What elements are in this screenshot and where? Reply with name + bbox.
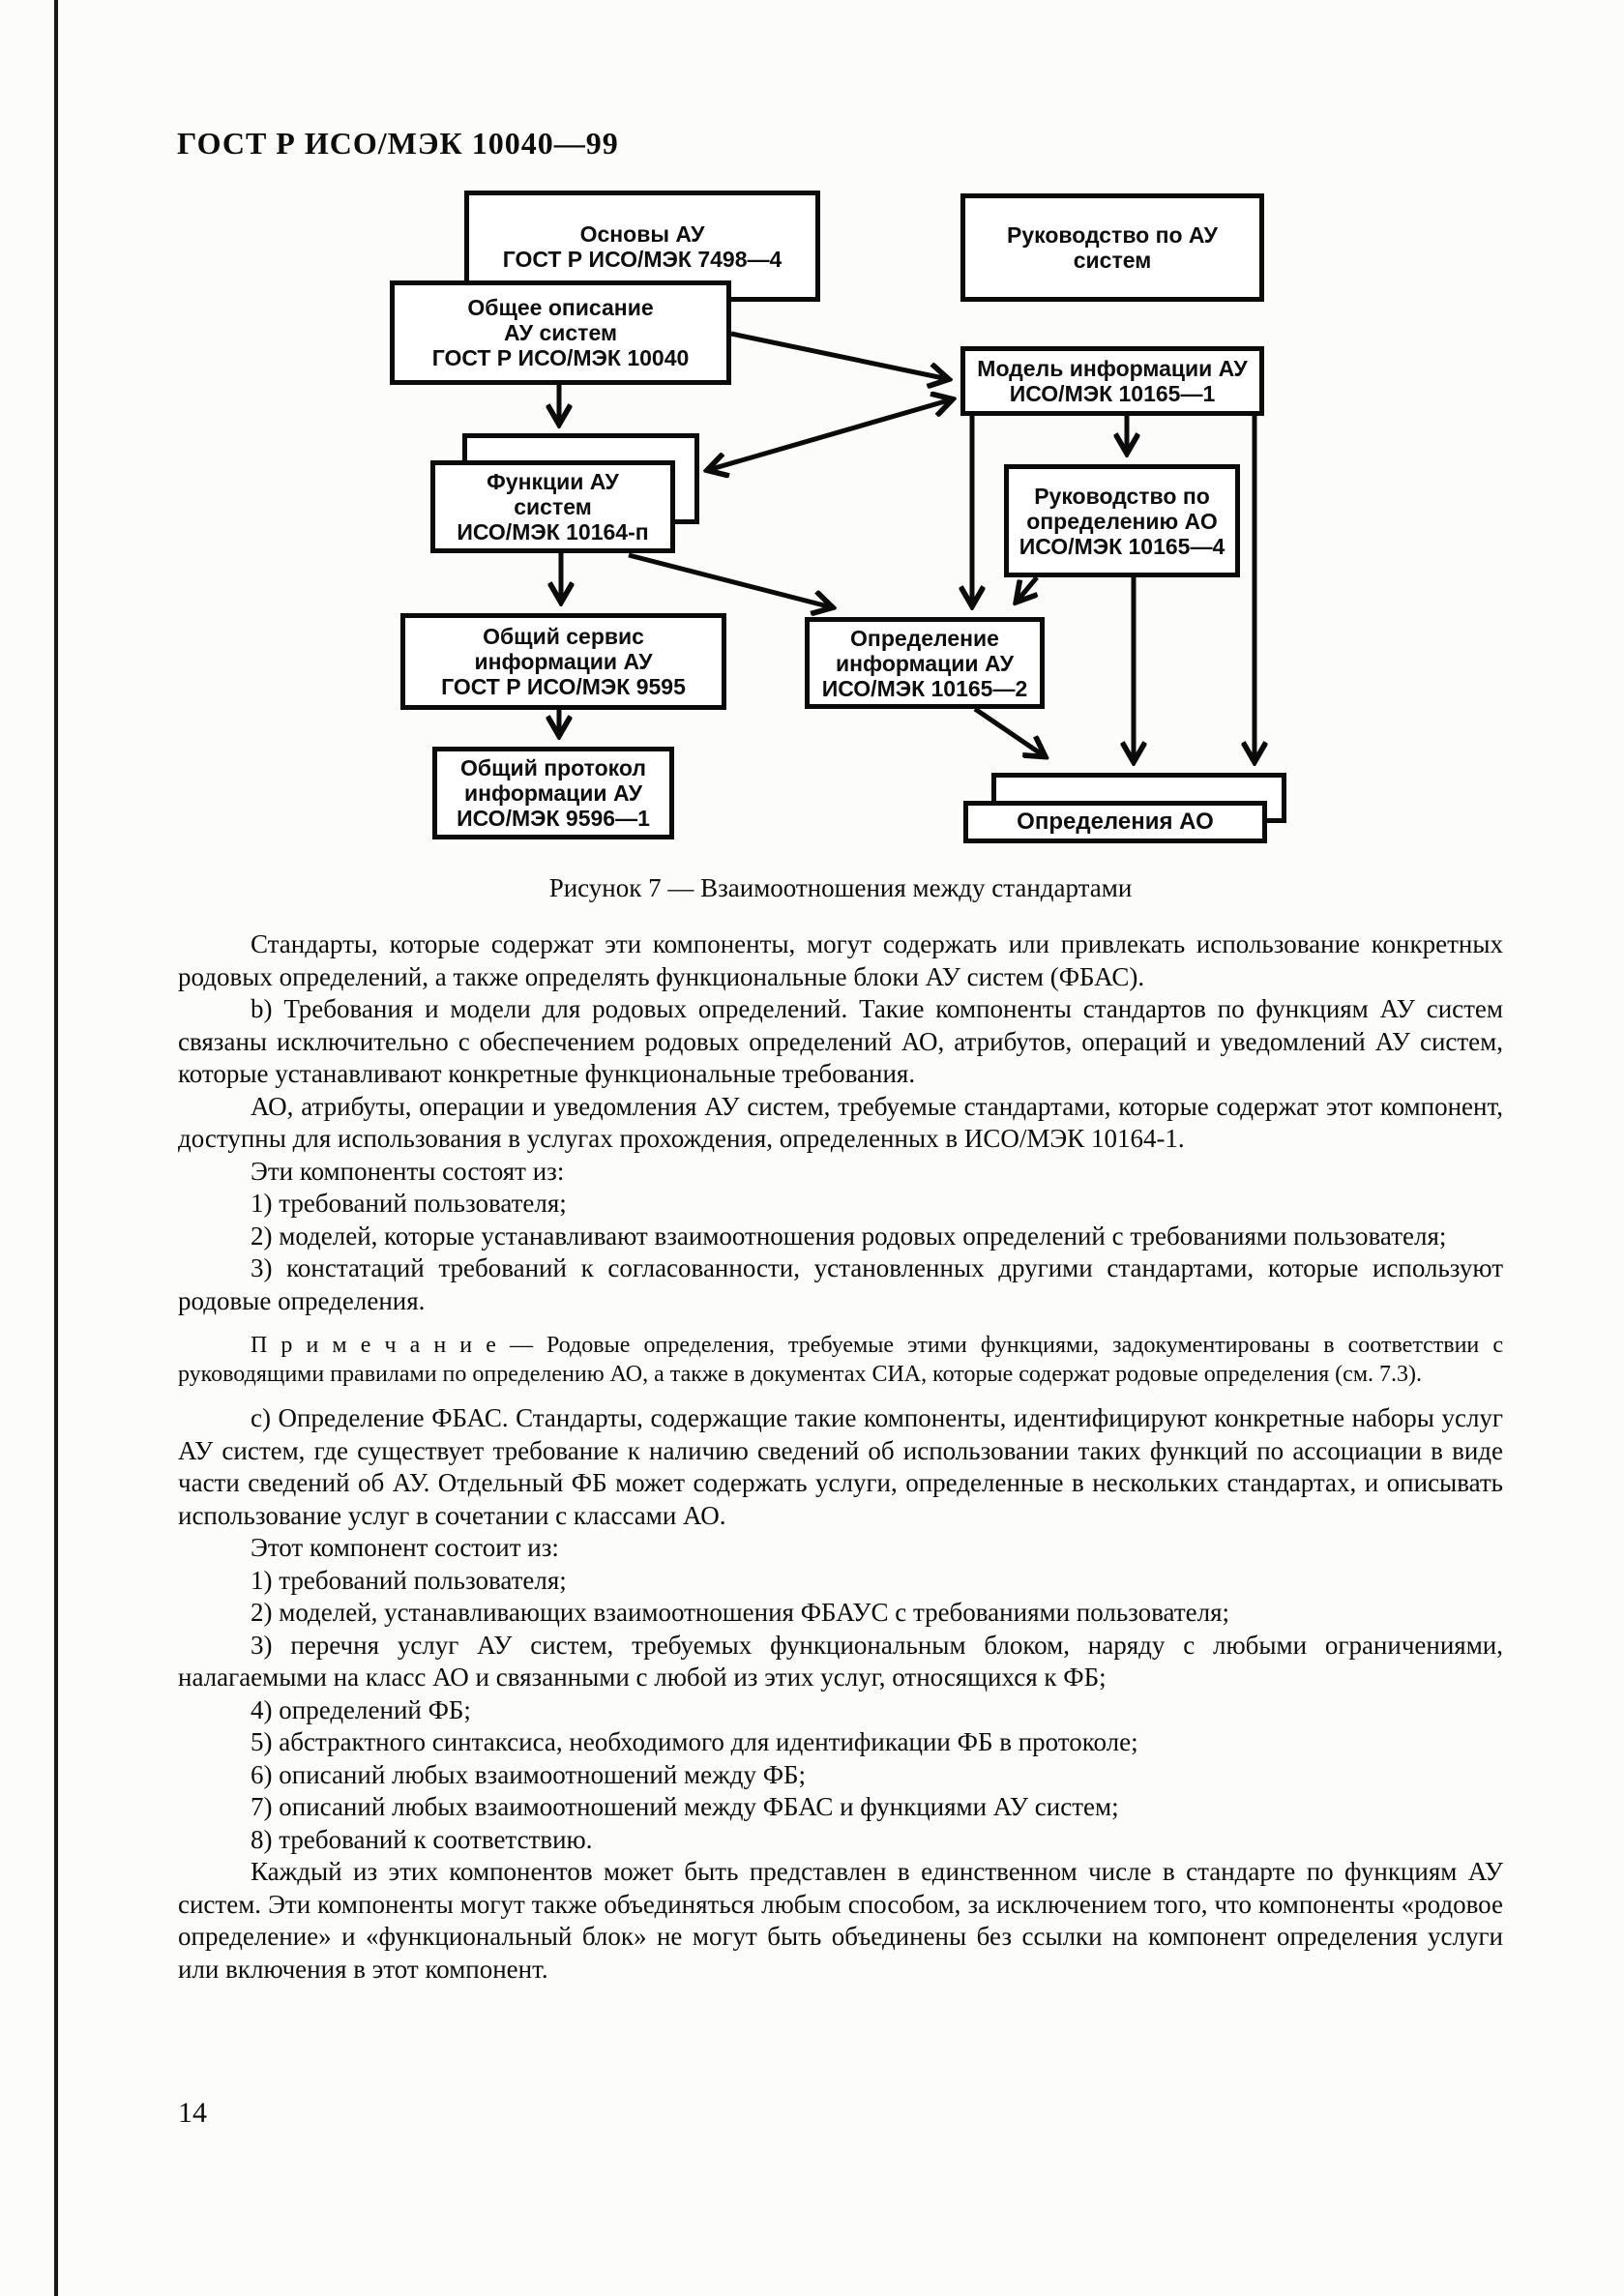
paragraph: Эти компоненты состоят из: — [251, 1156, 565, 1186]
box-opredelenie-informacii: Определение информации АУ ИСО/МЭК 10165—… — [805, 617, 1045, 709]
list-item: 6) описаний любых взаимоотношений между … — [251, 1759, 807, 1789]
paragraph: с) Определение ФБАС. Стандарты, содержащ… — [178, 1403, 1503, 1530]
arrow-rukovodstvo-to-opredelenie — [1017, 575, 1039, 602]
arrow-opredelenie-to-dao — [973, 706, 1045, 756]
note-paragraph: П р и м е ч а н и е — Родовые определени… — [178, 1333, 1503, 1387]
scan-edge-line — [54, 0, 58, 2296]
box-line: Определения АО — [1017, 809, 1214, 835]
box-line: Определение — [850, 625, 999, 651]
list-item: 5) абстрактного синтаксиса, необходимого… — [251, 1727, 1138, 1756]
page-number: 14 — [178, 2097, 207, 2129]
box-line: систем — [1073, 248, 1152, 273]
box-line: определению АО — [1026, 508, 1218, 534]
paragraph: b) Требования и модели для родовых опред… — [178, 994, 1503, 1088]
box-line: ГОСТ Р ИСО/МЭК 10040 — [431, 345, 690, 370]
body-text: Стандарты, которые содержат эти компонен… — [178, 928, 1503, 1986]
box-line: АУ систем — [504, 320, 617, 345]
box-rukovodstvo-po-au: Руководство по АУ систем — [960, 193, 1264, 302]
list-item: 3) перечня услуг АУ систем, требуемых фу… — [178, 1630, 1503, 1693]
list-item: 2) моделей, которые устанавливают взаимо… — [251, 1221, 1447, 1251]
box-line: Основы АУ — [579, 221, 705, 247]
relationship-arrows — [0, 331, 1624, 928]
figure-7-diagram: Основы АУ ГОСТ Р ИСО/МЭК 7498—4 Руководс… — [0, 0, 1624, 928]
box-opredeleniya-ao: Определения АО — [963, 801, 1267, 843]
list-item: 4) определений ФБ; — [251, 1694, 471, 1724]
box-line: ИСО/МЭК 10165—1 — [1009, 381, 1216, 406]
box-funkcii-au-sistem: Функции АУ систем ИСО/МЭК 10164-п — [430, 460, 675, 553]
box-line: ИСО/МЭК 10164-п — [457, 519, 649, 545]
box-rukovodstvo-opred-ao: Руководство по определению АО ИСО/МЭК 10… — [1004, 464, 1240, 577]
box-line: Общий протокол — [460, 755, 646, 780]
box-line: ИСО/МЭК 10165—4 — [1019, 533, 1225, 559]
box-obshchee-opisanie: Общее описание АУ систем ГОСТ Р ИСО/МЭК … — [390, 280, 731, 385]
paragraph: АО, атрибуты, операции и уведомления АУ … — [178, 1091, 1503, 1154]
box-line: Модель информации АУ — [977, 356, 1248, 381]
box-line: ГОСТ Р ИСО/МЭК 9595 — [441, 674, 686, 699]
box-line: информации АУ — [836, 650, 1014, 676]
box-line: ИСО/МЭК 10165—2 — [821, 675, 1028, 701]
box-line: Функции АУ — [487, 469, 619, 494]
list-item: 8) требований к соответствию. — [251, 1824, 593, 1854]
box-line: Общий сервис — [483, 624, 644, 649]
page-title: ГОСТ Р ИСО/МЭК 10040—99 — [177, 126, 619, 161]
list-item: 1) требований пользователя; — [251, 1189, 567, 1218]
box-obshchij-protokol: Общий протокол информации АУ ИСО/МЭК 959… — [432, 747, 674, 839]
box-line: информации АУ — [474, 649, 653, 674]
box-line: ГОСТ Р ИСО/МЭК 7498—4 — [502, 246, 782, 272]
arrow-opisanie-to-model — [730, 331, 948, 379]
box-obshchij-servis: Общий сервис информации АУ ГОСТ Р ИСО/МЭ… — [400, 613, 726, 710]
list-item: 3) констатаций требований к согласованно… — [178, 1253, 1503, 1315]
list-item: 2) моделей, устанавливающих взаимоотноше… — [251, 1598, 1230, 1627]
box-line: систем — [514, 494, 592, 519]
list-item: 1) требований пользователя; — [251, 1565, 567, 1595]
box-line: Руководство по АУ — [1007, 222, 1218, 248]
paragraph: Каждый из этих компонентов может быть пр… — [178, 1857, 1503, 1984]
box-line: ИСО/МЭК 9596—1 — [457, 806, 650, 831]
box-model-informacii-au: Модель информации АУ ИСО/МЭК 10165—1 — [960, 346, 1264, 416]
figure-caption: Рисунок 7 — Взаимоотношения между станда… — [548, 873, 1133, 902]
box-line: информации АУ — [464, 780, 642, 806]
paragraph: Стандарты, которые содержат эти компонен… — [178, 929, 1503, 991]
box-line: Руководство по — [1034, 483, 1210, 509]
paragraph: Этот компонент состоит из: — [251, 1533, 559, 1562]
arrow-model-funkcii-both — [708, 399, 952, 470]
box-line: Общее описание — [467, 295, 654, 320]
list-item: 7) описаний любых взаимоотношений между … — [251, 1792, 1119, 1821]
arrow-funkcii-to-opredelenie — [628, 552, 832, 607]
